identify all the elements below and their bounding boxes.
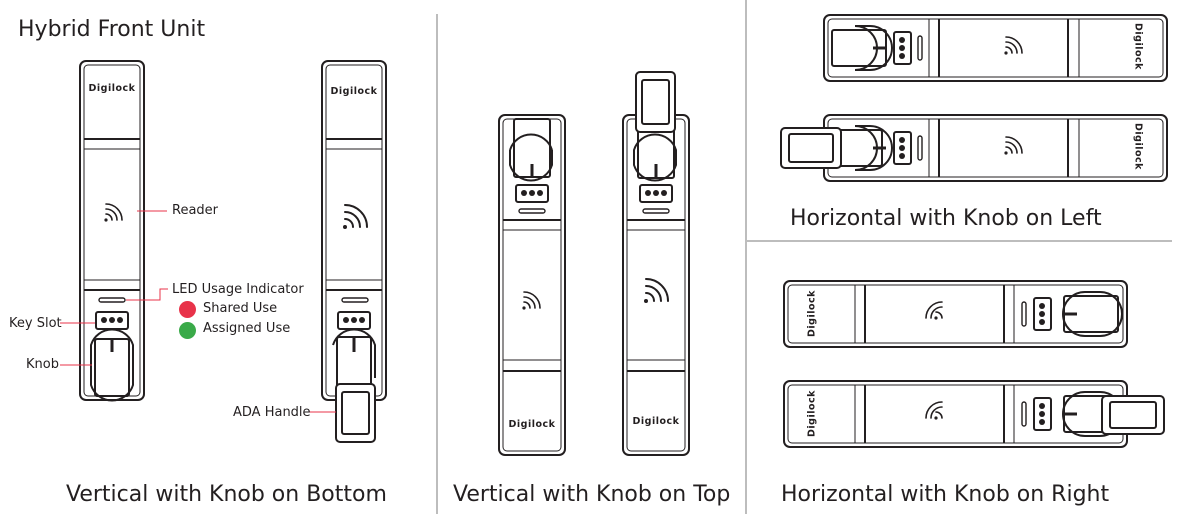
assigned-use-dot — [179, 322, 196, 339]
brand-label: Digilock — [806, 390, 818, 437]
reader-wireless-icon — [104, 203, 123, 222]
shared-use-dot — [179, 301, 196, 318]
callout-knob: Knob — [26, 357, 59, 372]
caption-horizontal-left: Horizontal with Knob on Left — [790, 206, 1102, 231]
brand-label: Digilock — [88, 83, 136, 94]
led-indicator — [98, 297, 126, 303]
page-title: Hybrid Front Unit — [18, 17, 206, 42]
lock-horizontal-ada-left — [780, 114, 1168, 182]
callout-key-slot: Key Slot — [9, 316, 62, 331]
lock-vertical-ada-top — [622, 71, 690, 456]
caption-vertical-top: Vertical with Knob on Top — [453, 482, 731, 507]
callout-assigned: Assigned Use — [203, 321, 291, 336]
brand-label: Digilock — [508, 419, 556, 430]
lock-vertical-knob-top — [498, 114, 566, 456]
callout-ada: ADA Handle — [233, 405, 311, 420]
brand-label: Digilock — [1132, 123, 1144, 170]
lock-horizontal-knob-right — [783, 280, 1128, 348]
lock-vertical-knob-bottom — [79, 60, 145, 402]
caption-horizontal-right: Horizontal with Knob on Right — [781, 482, 1110, 507]
lock-vertical-ada — [321, 60, 387, 443]
brand-label: Digilock — [806, 290, 818, 337]
callout-reader: Reader — [172, 203, 219, 218]
callout-shared: Shared Use — [203, 301, 278, 316]
brand-label: Digilock — [632, 416, 680, 427]
brand-label: Digilock — [1132, 23, 1144, 70]
brand-label: Digilock — [330, 86, 378, 97]
callout-led: LED Usage Indicator — [172, 282, 304, 297]
divider-right — [745, 0, 747, 514]
lock-horizontal-ada-right — [783, 380, 1165, 448]
divider-horizontal — [747, 240, 1172, 242]
caption-vertical-bottom: Vertical with Knob on Bottom — [66, 482, 387, 507]
ada-handle — [335, 383, 376, 443]
callout-lines — [60, 210, 336, 413]
lock-horizontal-knob-left — [823, 14, 1168, 82]
divider-left — [436, 14, 438, 514]
